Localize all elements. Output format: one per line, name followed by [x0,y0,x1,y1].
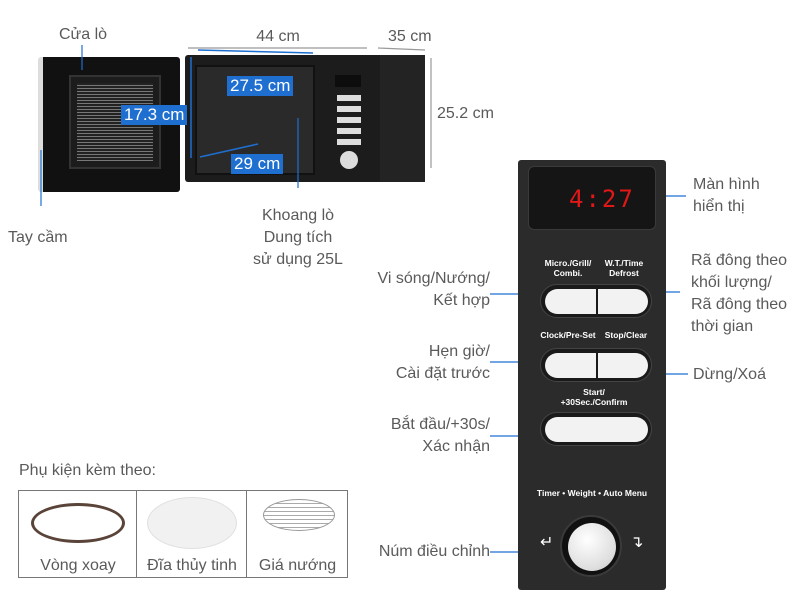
defrost-line-4: thời gian [691,318,754,335]
label-depth: 35 cm [388,28,432,45]
dim-line-cavity-depth [199,143,259,158]
display-screen: 4:27 [528,166,656,230]
mini-knob [340,151,358,169]
glass-plate-image [147,497,237,549]
mini-buttons [337,95,361,145]
label-mode-button: Micro./Grill/Combi. [538,258,598,278]
start-label-2: +30Sec./Confirm [560,397,628,407]
label-cavity-height: 17.3 cm [121,105,188,125]
button-row-3 [540,412,652,446]
cavity-line-1: Khoang lò [261,207,335,224]
callout-display: Màn hình hiển thị [693,174,760,218]
button-row-1 [540,284,652,318]
callout-cavity: Khoang lò Dung tích sử dụng 25L [238,205,358,271]
knob-cap [568,523,616,571]
start-line-2: Xác nhận [422,438,490,455]
label-height: 25.2 cm [437,105,494,122]
mode-line-2: Kết hợp [433,292,490,309]
display-time: 4:27 [569,185,635,213]
label-start-button: Start/+30Sec./Confirm [538,387,650,407]
accessory-plate-label: Đĩa thủy tinh [147,557,237,574]
accessories-table: Vòng xoay Đĩa thủy tinh Giá nướng [18,490,348,578]
label-stop-button: Stop/Clear [604,330,648,340]
knob-labels: Timer • Weight • Auto Menu [536,488,648,498]
control-knob[interactable] [560,515,622,577]
display-line-1: Màn hình [693,176,760,193]
accessory-plate: Đĩa thủy tinh [137,491,247,577]
clock-line-2: Cài đặt trước [395,365,490,382]
label-cavity-width: 27.5 cm [227,76,294,96]
accessory-ring: Vòng xoay [19,491,137,577]
defrost-button[interactable] [598,289,648,314]
callout-handle: Tay cầm [8,229,68,246]
dim-line-depth [377,47,426,51]
callout-stop: Dừng/Xoá [693,366,766,383]
roller-ring-image [31,503,125,543]
start-label-1: Start/ [583,387,605,397]
stop-button[interactable] [598,353,648,378]
grill-rack-image [263,499,335,531]
callout-mode: Vi sóng/Nướng/ Kết hợp [340,268,490,312]
label-cavity-depth: 29 cm [231,154,284,174]
mode-line-1: Vi sóng/Nướng/ [377,270,490,287]
defrost-line-1: Rã đông theo [691,252,788,269]
clock-line-1: Hẹn giờ/ [428,343,490,360]
start-button[interactable] [545,417,648,442]
cavity-line-3: sử dụng 25L [253,251,343,268]
callout-knob: Núm điều chỉnh [378,543,490,560]
button-row-2 [540,348,652,382]
dim-line-cavity-width [197,49,314,54]
accessory-ring-label: Vòng xoay [40,557,116,574]
microwave-body [185,55,425,182]
side-panel [380,55,425,182]
defrost-label-2: Defrost [609,268,639,278]
defrost-line-2: khối lượng/ [691,274,772,291]
defrost-line-3: Rã đông theo [691,296,788,313]
mode-label-1: Micro./Grill/ [544,258,592,268]
cavity-line-2: Dung tích [263,229,333,246]
arrow-left-icon: ↵ [540,534,554,551]
mode-label-2: Combi. [553,268,583,278]
label-clock-button: Clock/Pre-Set [540,330,596,340]
defrost-label-1: W.T./Time [604,258,644,268]
clock-button[interactable] [545,353,596,378]
accessories-title: Phụ kiện kèm theo: [19,462,156,479]
mini-display [335,75,361,87]
accessory-rack: Giá nướng [247,491,348,577]
callout-defrost: Rã đông theo khối lượng/ Rã đông theo th… [691,250,787,338]
arrow-right-icon: ↴ [630,534,644,551]
callout-start: Bắt đầu/+30s/ Xác nhận [340,414,490,458]
start-line-1: Bắt đầu/+30s/ [390,416,490,433]
callout-clock: Hẹn giờ/ Cài đặt trước [340,341,490,385]
accessory-rack-label: Giá nướng [258,557,337,574]
callout-door: Cửa lò [59,26,108,43]
label-width: 44 cm [256,28,300,45]
display-line-2: hiển thị [693,198,745,215]
mode-button[interactable] [545,289,596,314]
